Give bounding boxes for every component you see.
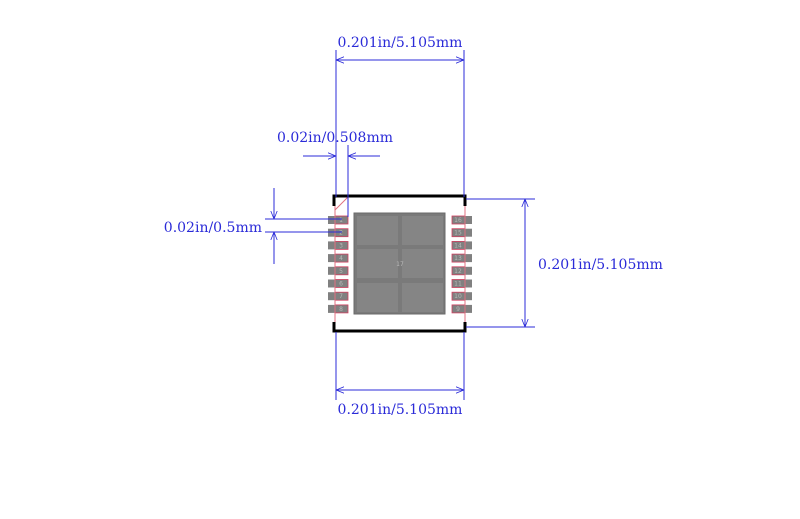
pad-label: 13 — [454, 255, 462, 262]
pad-3: 3 — [328, 240, 349, 250]
pad-10: 10 — [451, 291, 472, 301]
pad-12: 12 — [451, 266, 472, 276]
pad-label: 2 — [339, 230, 343, 237]
pad-15: 15 — [451, 228, 472, 238]
pad-13: 13 — [451, 253, 472, 263]
pad-label: 11 — [454, 281, 462, 288]
pad-14: 14 — [451, 240, 472, 250]
dim-height: 0.201in/5.105mm — [538, 257, 663, 273]
pad-11: 11 — [451, 279, 472, 288]
pad-label: 14 — [454, 242, 462, 249]
pad-label: 10 — [454, 293, 462, 300]
pad-7: 7 — [328, 291, 349, 301]
pad-label: 7 — [339, 293, 343, 300]
center-pad: 17 — [353, 212, 446, 315]
pad-5: 5 — [328, 266, 349, 276]
center-pad-label: 17 — [396, 261, 404, 268]
pad-1: 1 — [328, 215, 349, 225]
pad-label: 16 — [454, 217, 462, 224]
pad-label: 6 — [339, 281, 343, 288]
pad-4: 4 — [328, 253, 349, 263]
pad-8: 8 — [328, 304, 349, 314]
pad-16: 16 — [451, 215, 472, 225]
pad-label: 3 — [339, 242, 343, 249]
pad-label: 15 — [454, 230, 462, 237]
pad-9: 9 — [451, 304, 472, 314]
pad-2: 2 — [328, 228, 349, 238]
dim-bottom-width: 0.201in/5.105mm — [338, 402, 463, 418]
pad-label: 4 — [339, 255, 343, 262]
pad-label: 8 — [339, 306, 343, 313]
pad-label: 12 — [454, 268, 462, 275]
pad-6: 6 — [328, 279, 349, 288]
pin1-marker — [334, 196, 349, 211]
dim-top-width: 0.201in/5.105mm — [338, 35, 463, 51]
dim-pad-width: 0.02in/0.508mm — [277, 130, 393, 146]
silkscreen-corners — [332, 194, 467, 333]
pad-label: 1 — [339, 217, 343, 224]
dim-pitch: 0.02in/0.5mm — [164, 220, 262, 236]
pad-label: 9 — [456, 306, 460, 313]
pad-label: 5 — [339, 268, 343, 275]
